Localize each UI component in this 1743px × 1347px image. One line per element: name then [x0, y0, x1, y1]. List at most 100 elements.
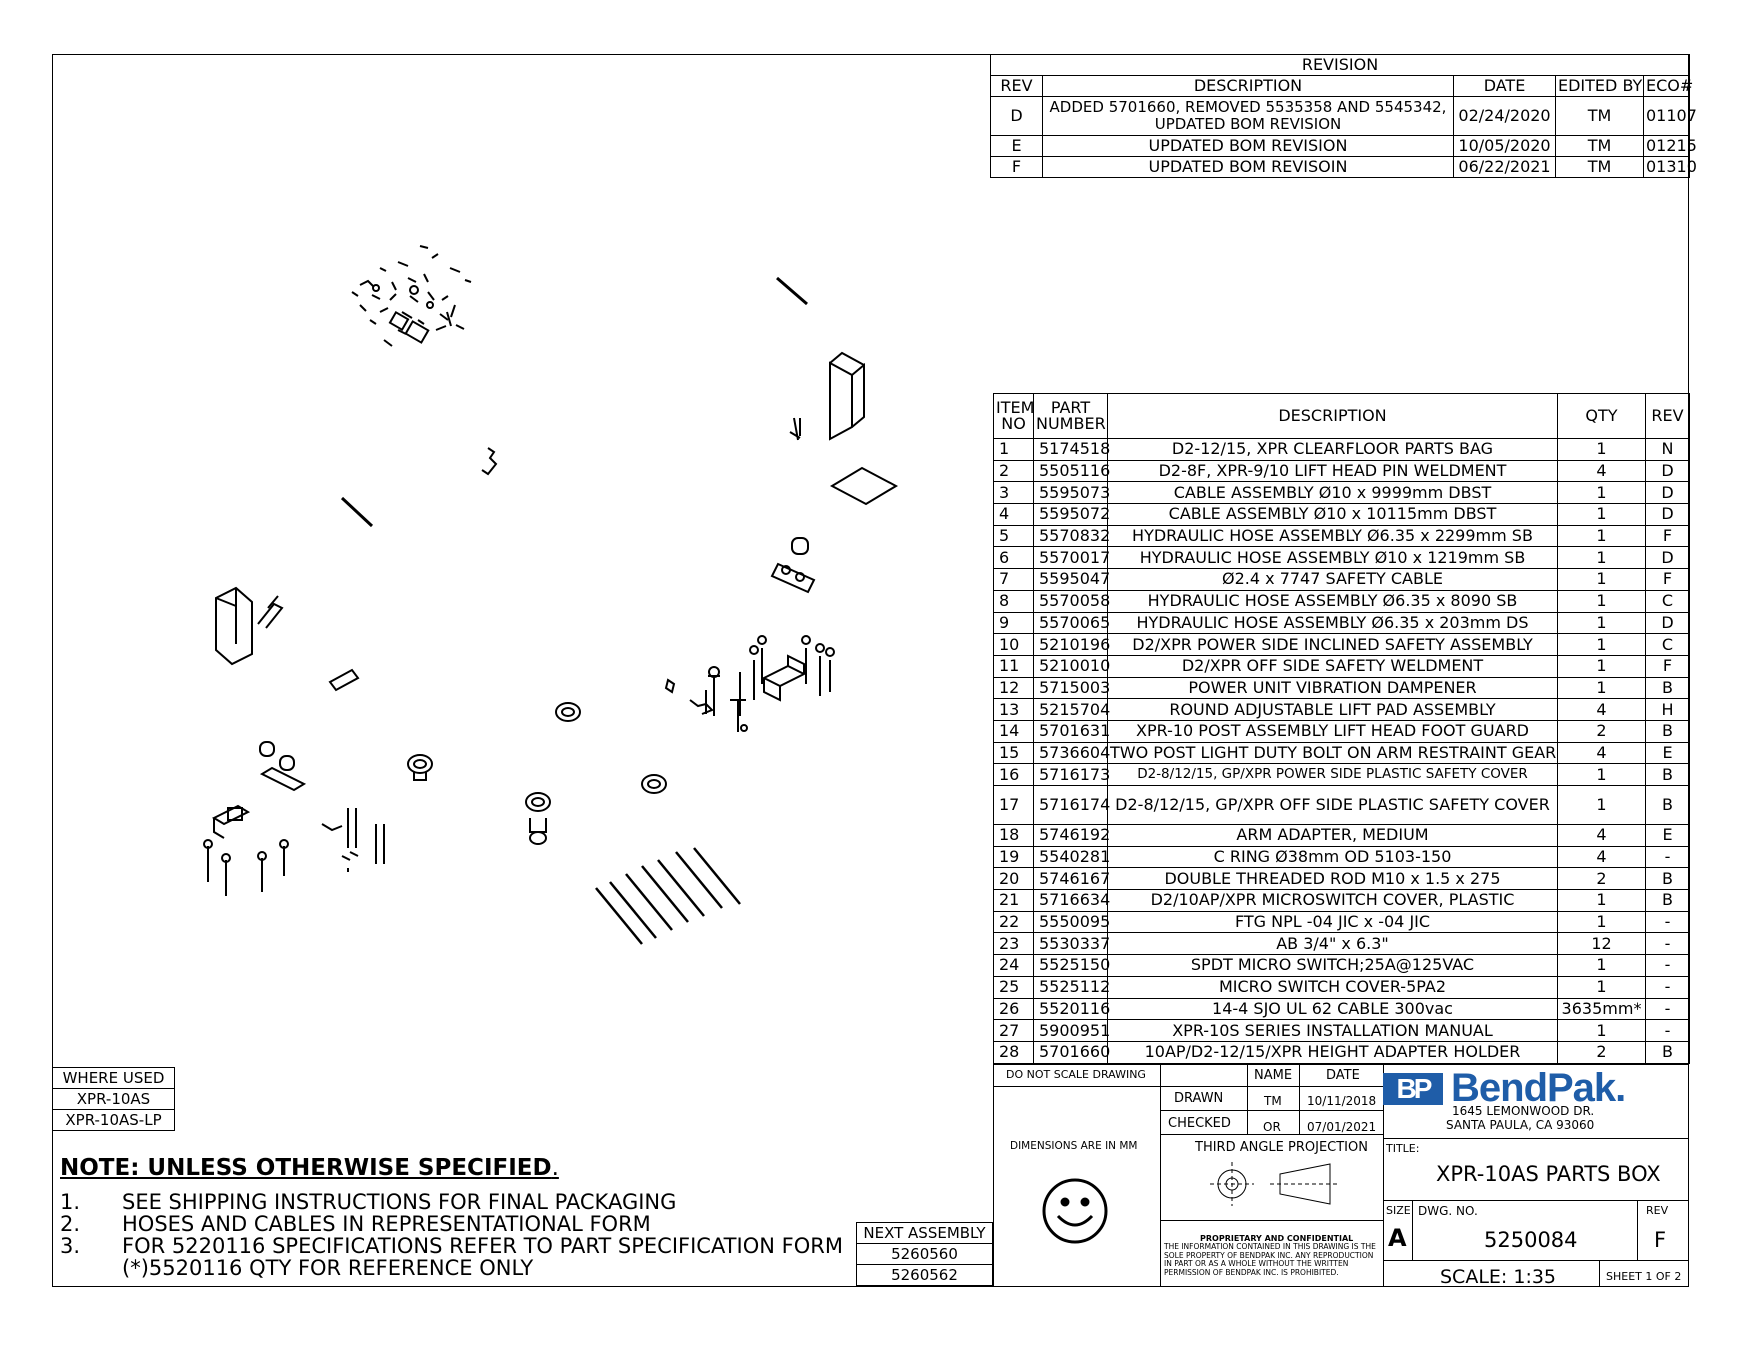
projection-label: THIRD ANGLE PROJECTION: [1195, 1140, 1368, 1155]
bom-description: D2-12/15, XPR CLEARFLOOR PARTS BAG: [1107, 438, 1558, 461]
address-line-1: 1645 LEMONWOOD DR.: [1452, 1104, 1595, 1118]
dimensions-label: DIMENSIONS ARE IN MM: [1010, 1140, 1138, 1152]
notes: NOTE: UNLESS OTHERWISE SPECIFIED. 1.SEE …: [60, 1155, 860, 1279]
qty-header: QTY: [1557, 393, 1646, 439]
next-assembly-item: 5260562: [856, 1264, 993, 1286]
title-label: TITLE:: [1386, 1142, 1420, 1155]
bom-description: D2-8/12/15, GP/XPR OFF SIDE PLASTIC SAFE…: [1107, 785, 1558, 825]
note-item: (*)5520116 QTY FOR REFERENCE ONLY: [122, 1256, 534, 1280]
third-angle-projection-icon: [1210, 1162, 1340, 1206]
plate-a: [829, 466, 899, 506]
smiley-face-icon: [1042, 1178, 1108, 1244]
size-value: A: [1388, 1224, 1407, 1252]
lift-pads: [407, 702, 667, 833]
bracket-a: [789, 417, 801, 441]
rod-a: [776, 276, 808, 306]
note-item: 2.HOSES AND CABLES IN REPRESENTATIONAL F…: [60, 1212, 651, 1236]
bom-description: ARM ADAPTER, MEDIUM: [1107, 824, 1558, 847]
parts-bag-cluster: [351, 245, 472, 347]
checked-name: OR: [1263, 1120, 1281, 1134]
where-used-item: XPR-10AS-LP: [52, 1109, 175, 1131]
bracket-b: [257, 595, 284, 629]
next-assembly-table: NEXT ASSEMBLY 5260560 5260562: [856, 1222, 993, 1286]
name-label: NAME: [1254, 1068, 1293, 1083]
description-header: DESCRIPTION: [1042, 75, 1454, 97]
where-used-title: WHERE USED: [52, 1067, 175, 1089]
proprietary-title: PROPRIETARY AND CONFIDENTIAL: [1200, 1234, 1354, 1243]
plate-b: [328, 668, 360, 692]
next-assembly-item: 5260560: [856, 1243, 993, 1265]
bom-description: HYDRAULIC HOSE ASSEMBLY Ø6.35 x 203mm DS: [1107, 611, 1558, 635]
where-used-table: WHERE USED XPR-10AS XPR-10AS-LP: [52, 1067, 175, 1131]
bom-description: C RING Ø38mm OD 5103-150: [1107, 845, 1558, 869]
scale-label: SCALE: 1:35: [1440, 1266, 1557, 1288]
bom-description: FTG NPL -04 JIC x -04 JIC: [1107, 910, 1558, 934]
bom-description: ROUND ADJUSTABLE LIFT PAD ASSEMBLY: [1107, 698, 1558, 721]
bom-description: CABLE ASSEMBLY Ø10 x 9999mm DBST: [1107, 481, 1558, 505]
do-not-scale-label: DO NOT SCALE DRAWING: [1006, 1068, 1146, 1081]
left-holder: [211, 741, 307, 839]
where-used-item: XPR-10AS: [52, 1088, 175, 1110]
sheet-label: SHEET 1 OF 2: [1606, 1270, 1682, 1283]
bom-description: TWO POST LIGHT DUTY BOLT ON ARM RESTRAIN…: [1107, 741, 1558, 765]
next-assembly-title: NEXT ASSEMBLY: [856, 1222, 993, 1244]
drawn-label: DRAWN: [1174, 1091, 1224, 1106]
part-number-header: PART NUMBER: [1033, 393, 1108, 439]
rev-label: REV: [1646, 1204, 1669, 1217]
bom-description: D2-8F, XPR-9/10 LIFT HEAD PIN WELDMENT: [1107, 459, 1558, 483]
hose-bundle: [595, 847, 741, 945]
bom-description: 14-4 SJO UL 62 CABLE 300vac: [1107, 997, 1558, 1021]
bom-description: D2/XPR POWER SIDE INCLINED SAFETY ASSEMB…: [1107, 633, 1558, 656]
note-item: 3.FOR 5220116 SPECIFICATIONS REFER TO PA…: [60, 1234, 843, 1258]
revision-row: D ADDED 5701660, REMOVED 5535358 AND 554…: [990, 96, 1697, 136]
bom-description: D2/10AP/XPR MICROSWITCH COVER, PLASTIC: [1107, 889, 1558, 912]
bolts-left: [207, 846, 285, 896]
date-label: DATE: [1326, 1068, 1360, 1083]
bill-of-materials-table: ITEM NO PART NUMBER DESCRIPTION QTY REV …: [993, 393, 1690, 1064]
address-line-2: SANTA PAULA, CA 93060: [1446, 1118, 1595, 1132]
eco-header: ECO#: [1643, 75, 1693, 97]
rev-header: REV: [1645, 393, 1690, 439]
description-header: DESCRIPTION: [1107, 393, 1558, 439]
drawn-date: 10/11/2018: [1307, 1094, 1377, 1108]
bom-description: MICRO SWITCH COVER-5PA2: [1107, 975, 1558, 999]
bendpak-logo: BP BendPak.: [1383, 1066, 1626, 1111]
switch-parts: [481, 447, 498, 476]
bom-description: DOUBLE THREADED ROD M10 x 1.5 x 275: [1107, 867, 1558, 891]
bom-description: HYDRAULIC HOSE ASSEMBLY Ø6.35 x 2299mm S…: [1107, 524, 1558, 548]
notes-heading: NOTE: UNLESS OTHERWISE SPECIFIED.: [60, 1155, 559, 1181]
checked-date: 07/01/2021: [1307, 1120, 1377, 1134]
bom-description: POWER UNIT VIBRATION DAMPENER: [1107, 676, 1558, 700]
note-item: 1.SEE SHIPPING INSTRUCTIONS FOR FINAL PA…: [60, 1190, 677, 1214]
revision-row: F UPDATED BOM REVISOIN 06/22/2021 TM 013…: [990, 156, 1697, 178]
bom-description: XPR-10 POST ASSEMBLY LIFT HEAD FOOT GUAR…: [1107, 719, 1558, 743]
bom-description: D2-8/12/15, GP/XPR POWER SIDE PLASTIC SA…: [1107, 763, 1558, 786]
item-no-header: ITEM NO: [993, 393, 1034, 439]
safety-cover-a: [829, 351, 865, 441]
drawing-title: XPR-10AS PARTS BOX: [1436, 1162, 1661, 1186]
